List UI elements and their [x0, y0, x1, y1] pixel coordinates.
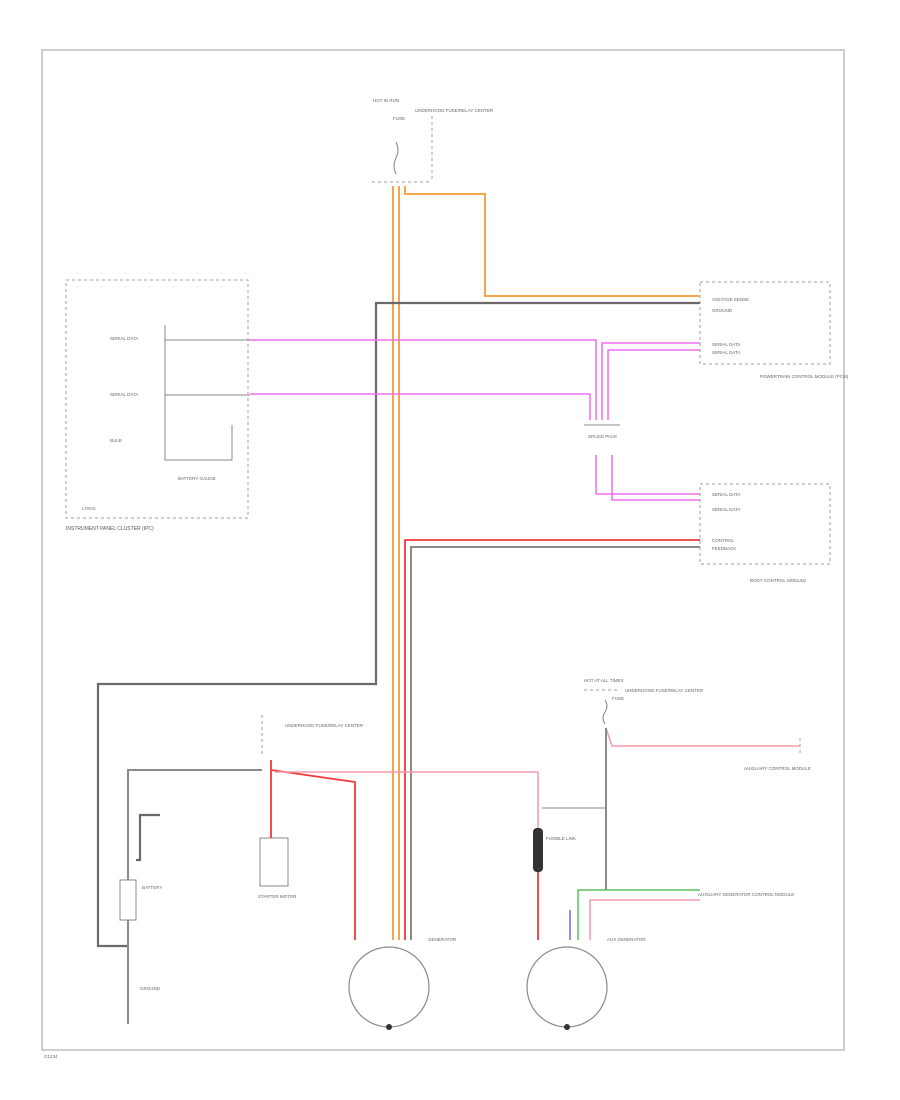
fusible-link-label: FUSIBLE LINK: [546, 836, 576, 841]
fusible-link-element: [533, 828, 543, 872]
ipc-title: INSTRUMENT PANEL CLUSTER (IPC): [66, 526, 154, 532]
right-fuse-block: HOT AT ALL TIMES UNDERHOOD FUSE/RELAY CE…: [584, 678, 811, 771]
ipc-serial-data-2-label: SERIAL DATA: [110, 392, 138, 397]
fuse-right-label: FUSE: [612, 696, 624, 701]
bcm-serial-data-a-label: SERIAL DATA: [712, 492, 740, 497]
battery-box: [119, 879, 137, 921]
bcm-control-label: CONTROL: [712, 538, 734, 543]
aux-generator-ground-dot: [564, 1024, 570, 1030]
fuse-right-symbol: [602, 699, 608, 725]
generator-symbol: [348, 946, 430, 1028]
underhood-left-label: UNDERHOOD FUSE/RELAY CENTER: [285, 723, 364, 728]
instrument-panel-cluster: SERIAL DATA SERIAL DATA BULB BATTERY GAU…: [65, 279, 250, 532]
aux-generator-symbol: [526, 946, 608, 1028]
starter-motor-box: [259, 837, 289, 887]
magenta-wire-ipc-1: [250, 339, 597, 420]
fuse-top-symbol: [393, 141, 399, 175]
gray-wire-battery-bus: [127, 769, 262, 880]
ipc-serial-data-1-label: SERIAL DATA: [110, 336, 138, 341]
underhood-right-label: UNDERHOOD FUSE/RELAY CENTER: [625, 688, 704, 693]
footer-code: G1234: [44, 1054, 58, 1059]
ipc-box: [65, 279, 249, 519]
magenta-wire-bcm-b: [611, 455, 700, 501]
generator-ground-dot: [386, 1024, 392, 1030]
ipc-internal-line: [164, 325, 233, 461]
body-control-module: SERIAL DATA SERIAL DATA CONTROL FEEDBACK…: [699, 483, 831, 583]
diagram-frame: [41, 49, 845, 1051]
left-power-components: UNDERHOOD FUSE/RELAY CENTER STARTER MOTO…: [119, 715, 364, 991]
magenta-wire-pcm-a: [601, 342, 700, 420]
starter-motor-label: STARTER MOTOR: [258, 894, 297, 899]
aux-generator-label: AUX GENERATOR: [607, 937, 646, 942]
pcm-ground-label: GROUND: [712, 308, 733, 313]
pcm-voltage-sense-label: VOLTAGE SENSE: [712, 297, 749, 302]
green-wire-aux-ctrl: [577, 889, 700, 940]
battery-label: BATTERY: [142, 885, 162, 890]
wiring: [96, 186, 800, 1024]
pcm-serial-data-a-label: SERIAL DATA: [712, 342, 740, 347]
gray-wire-bcm-feedback: [410, 546, 700, 940]
ipc-bulb-label: BULB: [110, 438, 122, 443]
bcm-serial-data-b-label: SERIAL DATA: [712, 507, 740, 512]
red-wire-bcm-control: [404, 539, 700, 940]
red-wire-aux-gen-feed: [275, 771, 539, 828]
pcm-serial-data-b-label: SERIAL DATA: [712, 350, 740, 355]
ipc-logic-label: LOGIC: [82, 506, 97, 511]
pcm-title: POWERTRAIN CONTROL MODULE (PCM): [760, 374, 849, 379]
top-underhood-label: UNDERHOOD FUSE/RELAY CENTER: [415, 108, 494, 113]
bcm-box: [699, 483, 831, 565]
bcm-title: BODY CONTROL MODULE: [750, 578, 806, 583]
ground-left-label: GROUND: [140, 986, 161, 991]
bcm-feedback-label: FEEDBACK: [712, 546, 736, 551]
pink-wire-aux-control: [605, 727, 800, 747]
hot-at-all-times-label: HOT AT ALL TIMES: [584, 678, 624, 683]
generator: GENERATOR: [348, 937, 457, 1030]
magenta-wire-pcm-b: [607, 349, 700, 420]
gray-wire-pcm-ground: [96, 301, 700, 948]
orange-wire-pcm: [404, 186, 700, 297]
magenta-wire-bcm-a: [595, 455, 700, 495]
red-wire-generator-feed: [270, 769, 356, 940]
splice-pack: SPLICE PACK: [584, 424, 620, 439]
splice-pack-label: SPLICE PACK: [588, 434, 617, 439]
aux-generator: AUX GENERATOR FUSIBLE LINK AUXILIARY GEN…: [526, 828, 794, 1030]
hot-in-run-label: HOT IN RUN: [373, 98, 399, 103]
top-fuse-label: FUSE: [393, 116, 405, 121]
aux-control-module-label: AUXILIARY CONTROL MODULE: [744, 766, 811, 771]
gray-wire-ground-tap: [136, 813, 160, 862]
generator-label: GENERATOR: [428, 937, 457, 942]
magenta-wire-ipc-2: [250, 393, 591, 420]
powertrain-control-module: VOLTAGE SENSE GROUND SERIAL DATA SERIAL …: [699, 281, 849, 379]
ipc-battery-gauge-label: BATTERY GAUGE: [178, 476, 216, 481]
pcm-box: [699, 281, 831, 365]
pink-wire-aux-ctrl: [589, 899, 700, 940]
aux-gen-ctrl-label: AUXILIARY GENERATOR CONTROL MODULE: [698, 892, 794, 897]
top-fuse-block: HOT IN RUN FUSE UNDERHOOD FUSE/RELAY CEN…: [372, 98, 494, 183]
